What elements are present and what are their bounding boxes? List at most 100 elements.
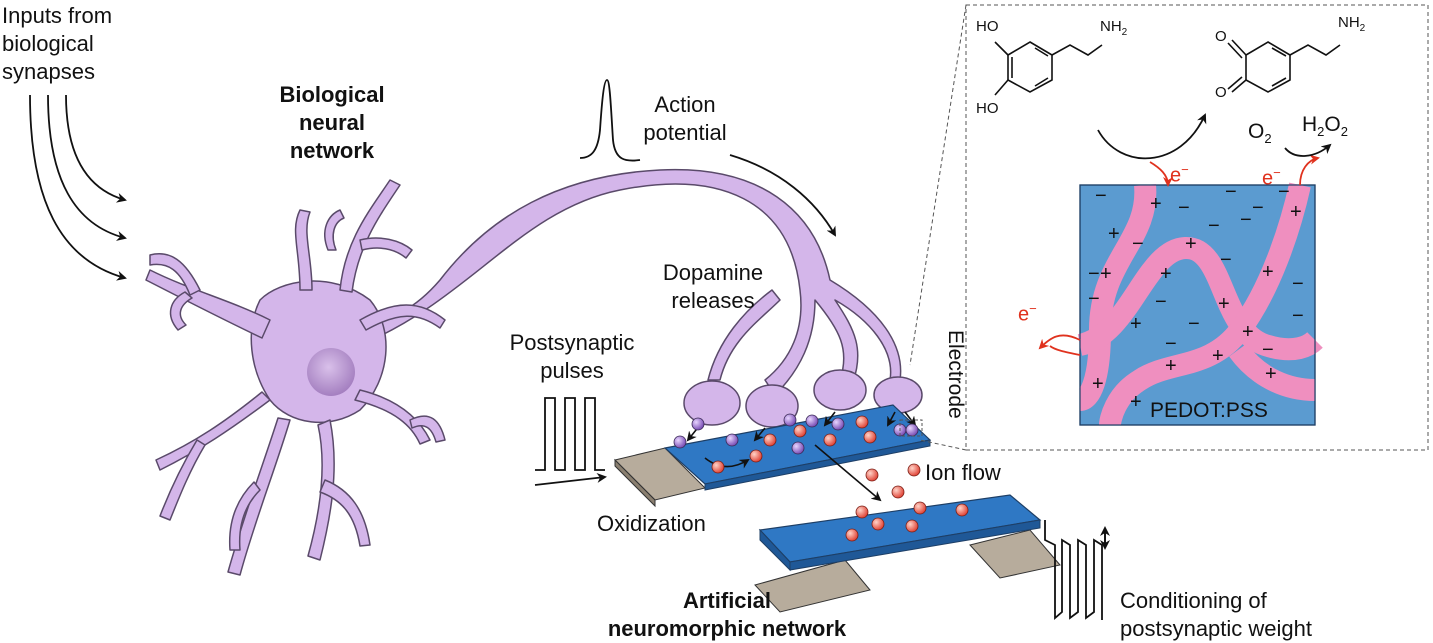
- arrow-icon: [729, 154, 836, 237]
- label-inputs-1: Inputs from: [2, 3, 113, 28]
- svg-text:+: +: [1092, 373, 1104, 395]
- svg-text:+: +: [1150, 193, 1162, 215]
- label-o-bottom: O: [1215, 84, 1227, 101]
- svg-text:+: +: [1212, 345, 1224, 367]
- svg-text:−: −: [1178, 197, 1190, 219]
- svg-text:+: +: [1160, 263, 1172, 285]
- arrow-icon: [704, 457, 750, 469]
- label-electrode: Electrode: [944, 330, 967, 419]
- pedot-pss-block: +++ +++ +++ +++ +++ −−− −−− −−− −−− −−− …: [1076, 181, 1323, 427]
- svg-text:−: −: [1095, 185, 1107, 207]
- conditioning-pulses: [1044, 520, 1103, 620]
- svg-text:−: −: [1240, 209, 1252, 231]
- label-h2o2: H2O2: [1302, 113, 1348, 140]
- ion-ball-icon: [907, 463, 921, 477]
- label-nh2-right: NH2: [1338, 14, 1366, 34]
- quinone-structure: [1227, 39, 1341, 93]
- ion-ball-icon: [823, 433, 837, 447]
- svg-text:−: −: [1188, 313, 1200, 335]
- nucleus: [307, 348, 355, 396]
- device-bottom: [754, 494, 1061, 613]
- label-oxidization: Oxidization: [597, 511, 706, 536]
- biological-neuron: [145, 168, 923, 576]
- label-bio-3: network: [289, 138, 375, 163]
- label-artificial-1: Artificial: [682, 588, 772, 613]
- svg-text:−: −: [1208, 215, 1220, 237]
- svg-text:−: −: [1165, 333, 1177, 355]
- arrow-icon: [29, 94, 127, 281]
- svg-text:−: −: [1220, 249, 1232, 271]
- electron-arrow-icon: [1299, 154, 1320, 186]
- svg-text:−: −: [1278, 181, 1290, 203]
- label-bio-1: Biological: [279, 82, 385, 107]
- electron-label-1: e−: [1170, 162, 1189, 187]
- svg-text:+: +: [1185, 233, 1197, 255]
- ion-ball-icon: [955, 503, 969, 517]
- dopamine-ball-icon: [805, 414, 819, 428]
- ion-ball-icon: [793, 424, 807, 438]
- label-artificial-2: neuromorphic network: [607, 616, 847, 641]
- ion-ball-icon: [763, 433, 777, 447]
- arrow-icon: [47, 94, 127, 241]
- svg-text:+: +: [1290, 201, 1302, 223]
- label-post-1: Postsynaptic: [509, 330, 635, 355]
- dopamine-ball-icon: [831, 417, 845, 431]
- svg-text:+: +: [1130, 391, 1142, 413]
- arrow-icon: [814, 444, 882, 502]
- input-arrows: [29, 94, 127, 281]
- svg-text:+: +: [1100, 263, 1112, 285]
- svg-text:−: −: [1262, 339, 1274, 361]
- svg-text:−: −: [1132, 233, 1144, 255]
- ion-ball-icon: [855, 505, 869, 519]
- dopamine-ball-icon: [673, 435, 687, 449]
- svg-text:+: +: [1218, 293, 1230, 315]
- inset-border: [965, 4, 1429, 451]
- ion-ball-icon: [845, 528, 859, 542]
- arrow-icon: [904, 411, 917, 427]
- label-o-top: O: [1215, 28, 1227, 45]
- label-inputs-3: synapses: [2, 59, 95, 84]
- svg-text:−: −: [1252, 197, 1264, 219]
- arrow-icon: [753, 427, 766, 442]
- label-action-1: Action: [654, 92, 716, 117]
- arrow-icon: [887, 411, 897, 427]
- svg-text:+: +: [1265, 363, 1277, 385]
- label-o2: O2: [1248, 120, 1272, 147]
- label-conditioning-2: postsynaptic weight: [1120, 616, 1312, 641]
- label-ho-top: HO: [976, 18, 999, 35]
- ion-ball-icon: [871, 517, 885, 531]
- label-action-2: potential: [643, 120, 727, 145]
- ion-ball-icon: [891, 485, 905, 499]
- dopamine-ball-icon: [791, 441, 805, 455]
- svg-text:−: −: [1225, 181, 1237, 203]
- arrow-icon: [1284, 143, 1332, 157]
- svg-text:+: +: [1165, 355, 1177, 377]
- svg-text:−: −: [1088, 263, 1100, 285]
- electron-label-3: e−: [1018, 301, 1037, 326]
- ion-ball-icon: [905, 519, 919, 533]
- ion-ball-icon: [863, 430, 877, 444]
- electron-arrow-icon: [1149, 161, 1173, 187]
- svg-text:−: −: [1088, 288, 1100, 310]
- label-pedot: PEDOT:PSS: [1150, 399, 1268, 422]
- label-bio-2: neural: [298, 110, 366, 135]
- label-inputs-2: biological: [2, 31, 94, 56]
- charge-signs: +++ +++ +++ +++ +++ −−− −−− −−− −−− −−− …: [1088, 181, 1304, 413]
- label-conditioning-1: Conditioning of: [1120, 588, 1267, 613]
- dopamine-ball-icon: [725, 433, 739, 447]
- svg-text:+: +: [1108, 223, 1120, 245]
- ion-ball-icon: [855, 415, 869, 429]
- arrow-icon: [1097, 113, 1207, 160]
- arrow-icon: [823, 411, 836, 427]
- ion-ball-icon: [865, 468, 879, 482]
- svg-text:−: −: [1155, 291, 1167, 313]
- electron-label-2: e−: [1262, 165, 1281, 190]
- pulse-train: [535, 397, 605, 471]
- svg-text:−: −: [1292, 273, 1304, 295]
- label-ion-flow: Ion flow: [925, 460, 1001, 485]
- ion-ball-icon: [749, 449, 763, 463]
- svg-text:−: −: [1292, 305, 1304, 327]
- arrow-icon: [534, 472, 607, 486]
